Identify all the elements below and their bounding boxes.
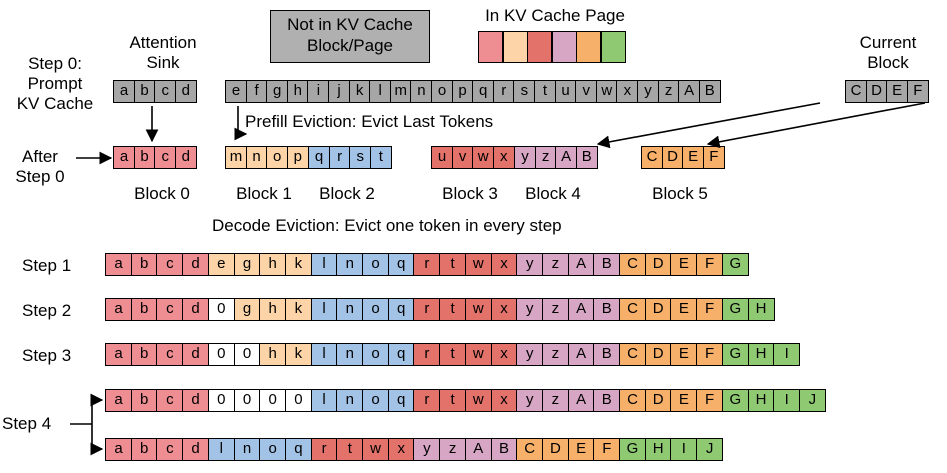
decode-token-cell: o (362, 253, 389, 276)
current-block-label: Current Block (833, 33, 943, 73)
decode-token-cell: c (156, 438, 184, 461)
not-in-cache-label-line1: Not in KV Cache (287, 15, 413, 34)
decode-token-cell: y (516, 253, 544, 276)
decode-token-cell: G (721, 389, 749, 412)
decode-token-cell: F (696, 389, 724, 412)
after-token-cell: m (225, 146, 247, 169)
decode-token-cell: d (182, 343, 210, 366)
step0-line3: KV Cache (16, 94, 94, 113)
decode-token-cell: I (773, 343, 801, 366)
step-label-step3: Step 3 (22, 346, 72, 365)
attention-sink-label: Attention Sink (108, 33, 218, 73)
prompt-token-cell: o (431, 80, 453, 103)
prompt-token-cell: v (575, 80, 598, 103)
decode-token-cell: H (747, 298, 775, 321)
prompt-token-cell: a (113, 80, 135, 103)
current-block-line2: Block (867, 53, 909, 72)
decode-token-cell: z (541, 298, 569, 321)
prefill-eviction-arrow (234, 106, 248, 141)
after-line1: After (22, 147, 58, 166)
legend-swatch (600, 31, 626, 63)
attention-sink-line1: Attention (129, 33, 197, 52)
after-token-cell: B (575, 146, 598, 169)
step-label-step2: Step 2 (22, 301, 72, 320)
step0-line1: Step 0: (28, 54, 82, 73)
decode-token-cell: 0 (259, 389, 287, 412)
arrow-current-block-to-block5 (706, 102, 926, 149)
decode-token-cell: J (798, 389, 826, 412)
step4-bracket-lower (90, 424, 104, 456)
step4-bracket (90, 393, 104, 424)
current-block-line1: Current (859, 33, 917, 52)
step-label-step4: Step 4 (2, 414, 52, 433)
decode-token-cell: J (696, 438, 724, 461)
block-label: Block 5 (652, 184, 708, 203)
after-token-cell: d (174, 146, 197, 169)
block-label: Block 1 (236, 184, 292, 203)
after-token-cell: o (266, 146, 289, 169)
prompt-token-cell: m (389, 80, 412, 103)
after-step0-label: After Step 0 (5, 147, 75, 187)
after-token-cell: t (369, 146, 392, 169)
decode-token-cell: b (130, 298, 158, 321)
prompt-token-cell: E (886, 80, 909, 103)
block-label: Block 2 (319, 184, 375, 203)
decode-token-cell: B (593, 253, 621, 276)
decode-token-cell: G (721, 343, 749, 366)
decode-token-cell: 0 (207, 343, 235, 366)
decode-token-cell: k (284, 343, 312, 366)
attention-sink-line2: Sink (146, 53, 180, 72)
prefill-eviction-label: Prefill Eviction: Evict Last Tokens (245, 112, 494, 131)
decode-token-cell: G (721, 253, 749, 276)
decode-token-cell: d (182, 298, 210, 321)
step0-label: Step 0: Prompt KV Cache (0, 54, 110, 114)
not-in-cache-label-line2: Block/Page (307, 36, 393, 55)
decode-token-cell: w (362, 438, 389, 461)
block-label: Block 0 (134, 184, 190, 203)
prompt-token-cell: B (698, 80, 721, 103)
decode-token-cell: a (105, 438, 132, 461)
block-label: Block 4 (525, 184, 581, 203)
after-line2: Step 0 (15, 167, 65, 186)
legend-swatch (551, 31, 577, 63)
decode-eviction-label: Decode Eviction: Evict one token in ever… (212, 216, 562, 235)
after-token-cell: q (308, 146, 330, 169)
prompt-token-cell: l (369, 80, 392, 103)
prompt-token-cell: g (266, 80, 289, 103)
legend-swatch (502, 31, 528, 63)
decode-token-cell: a (105, 343, 132, 366)
in-cache-page-label: In KV Cache Page (485, 6, 625, 25)
step0-line2: Prompt (27, 74, 83, 93)
block-label: Block 3 (442, 184, 498, 203)
prompt-token-cell: d (174, 80, 197, 103)
step-label-step1: Step 1 (22, 256, 72, 275)
decode-token-cell: w (464, 389, 492, 412)
arrow-AB-to-block4 (596, 102, 821, 149)
after-token-cell: w (472, 146, 495, 169)
decode-token-cell: D (644, 298, 672, 321)
decode-token-cell: n (336, 253, 364, 276)
not-in-cache-legend-box: Not in KV Cache Block/Page (270, 10, 430, 63)
prompt-token-cell: F (906, 80, 929, 103)
decode-token-cell: e (207, 253, 235, 276)
decode-token-cell: F (593, 438, 621, 461)
